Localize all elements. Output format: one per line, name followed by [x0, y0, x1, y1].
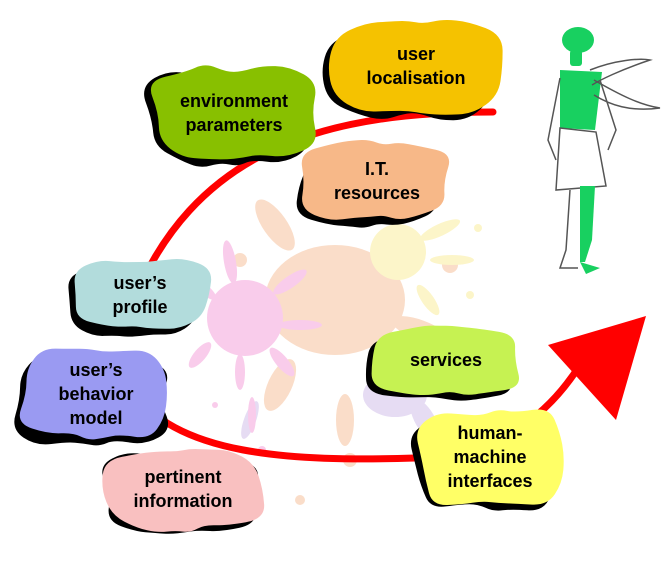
node-label-line: localisation: [366, 68, 465, 88]
node-label-line: services: [410, 350, 482, 370]
node-label-line: behavior: [58, 384, 133, 404]
node-label-line: model: [69, 408, 122, 428]
node-label-line: interfaces: [447, 471, 532, 491]
node-shape: [150, 65, 316, 160]
node-label-line: pertinent: [144, 467, 221, 487]
woman-figure-icon: [547, 27, 661, 274]
node-pertinent-information: pertinent information: [102, 449, 265, 534]
arrowhead: [548, 316, 646, 420]
node-environment-parameters: environment parameters: [144, 65, 316, 167]
node-human-machine-interfaces: human-machine interfaces: [410, 409, 564, 511]
node-label-line: resources: [334, 183, 420, 203]
node-shape: [74, 259, 212, 329]
node-services: services: [365, 325, 520, 401]
node-label-line: parameters: [185, 115, 282, 135]
node-shape: [328, 20, 503, 115]
node-label-line: human-: [458, 423, 523, 443]
node-shape: [102, 449, 265, 532]
node-shape: [371, 325, 520, 396]
node-label-line: profile: [112, 297, 167, 317]
node-shape: [301, 139, 450, 220]
node-label-line: machine: [453, 447, 526, 467]
node-label-line: user’s: [69, 360, 122, 380]
node-shape: [417, 409, 564, 506]
node-label-line: user: [397, 44, 435, 64]
node-label-line: user’s: [113, 273, 166, 293]
node-users-behavior-model: user’s behavior model: [14, 348, 169, 446]
node-label-line: I.T.: [365, 159, 389, 179]
node-users-profile: user’s profile: [68, 259, 212, 337]
node-shape: [19, 348, 167, 440]
node-it-resources: I.T. resources: [296, 139, 450, 228]
node-label-line: information: [134, 491, 233, 511]
node-user-localisation: user localisation: [322, 20, 503, 121]
node-label-line: environment: [180, 91, 288, 111]
